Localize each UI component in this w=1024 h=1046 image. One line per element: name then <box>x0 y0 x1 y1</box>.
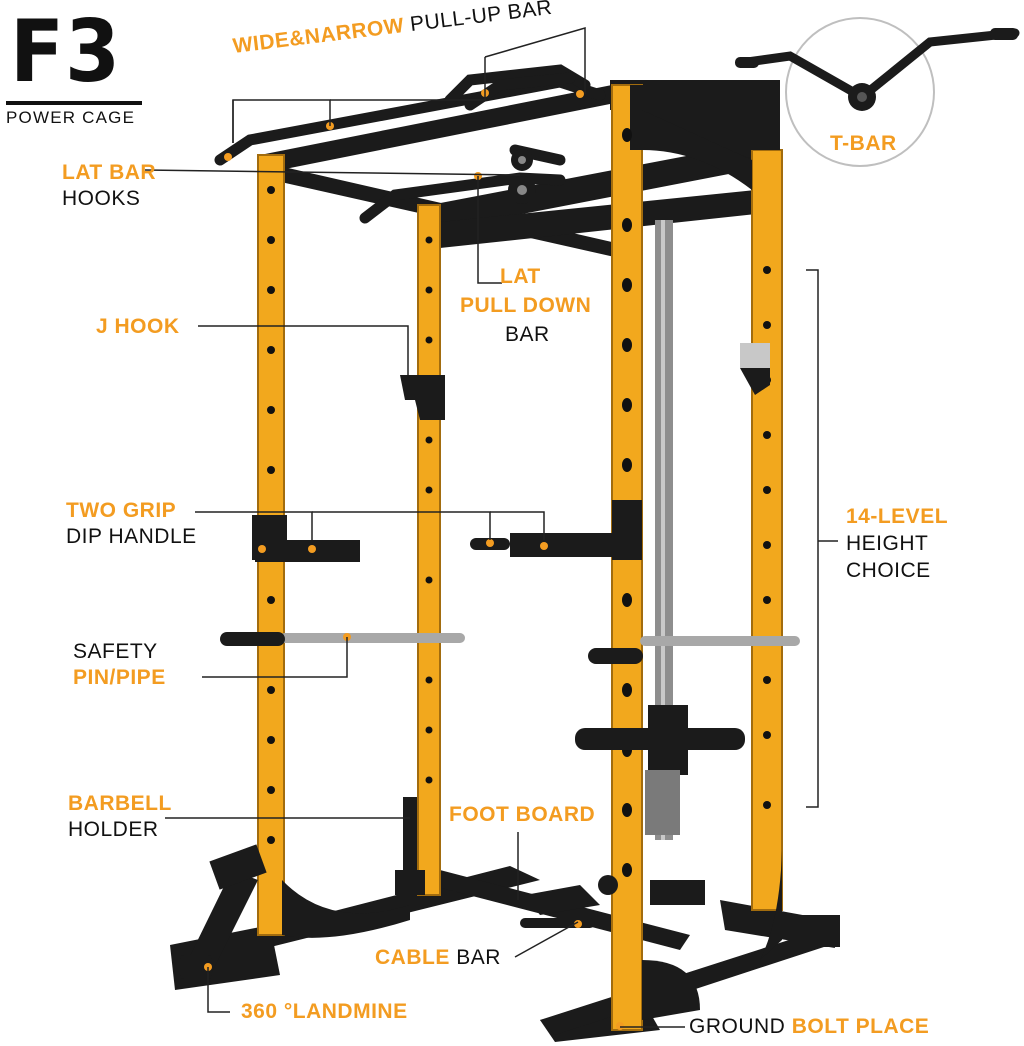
label-foot-board: FOOT BOARD <box>449 802 595 828</box>
label-cable-bar-text: BAR <box>456 946 501 969</box>
barbell-holder <box>395 797 425 895</box>
label-ground-bolt-highlight: BOLT PLACE <box>791 1015 930 1038</box>
label-lat-hooks-text: HOOKS <box>62 187 141 210</box>
label-landmine: 360 °LANDMINE <box>241 999 408 1025</box>
label-tbar-highlight: T-BAR <box>830 132 897 155</box>
safety-pipes <box>220 632 800 664</box>
label-lat-pulldown-line1: LAT <box>500 265 541 288</box>
label-ground-bolt-text: GROUND <box>689 1015 786 1038</box>
label-tbar: T-BAR <box>830 131 897 157</box>
label-lat-hooks: LAT BAR HOOKS <box>62 160 156 212</box>
label-height-highlight: 14-LEVEL <box>846 505 949 528</box>
upright-holes <box>267 128 771 877</box>
label-safety: SAFETY PIN/PIPE <box>73 639 166 691</box>
pulley-icon <box>508 149 536 204</box>
label-barbell-holder: BARBELL HOLDER <box>68 791 172 843</box>
label-cable-bar: CABLE BAR <box>375 945 501 971</box>
label-lat-hooks-highlight: LAT BAR <box>62 161 157 184</box>
label-landmine-highlight: 360 °LANDMINE <box>241 1000 408 1023</box>
label-ground-bolt: GROUND BOLT PLACE <box>689 1014 929 1040</box>
pullup-bar <box>214 64 606 224</box>
label-height-line3: CHOICE <box>846 559 931 582</box>
label-safety-highlight: PIN/PIPE <box>73 666 166 689</box>
label-height-line2: HEIGHT <box>846 532 929 555</box>
j-hooks <box>400 343 770 420</box>
brand-title: F3 <box>10 2 121 102</box>
label-barbell-holder-text: HOLDER <box>68 818 159 841</box>
label-lat-pulldown-line2: PULL DOWN <box>460 294 592 317</box>
landmine <box>180 844 267 979</box>
brand-subtitle: POWER CAGE <box>6 108 136 127</box>
label-dip-handle: TWO GRIP DIP HANDLE <box>66 498 197 550</box>
callout-lines <box>144 27 838 1028</box>
label-dip-handle-text: DIP HANDLE <box>66 525 197 548</box>
label-barbell-holder-highlight: BARBELL <box>68 792 172 815</box>
label-lat-pulldown: LAT PULL DOWN BAR <box>460 262 591 349</box>
label-j-hook-highlight: J HOOK <box>96 315 180 338</box>
weight-plate-icon <box>575 705 745 835</box>
label-lat-pulldown-line3: BAR <box>505 323 550 346</box>
label-j-hook: J HOOK <box>96 314 180 340</box>
label-dip-handle-highlight: TWO GRIP <box>66 499 177 522</box>
t-bar-handle-icon <box>735 17 1020 167</box>
top-frame <box>260 80 780 260</box>
label-cable-bar-highlight: CABLE <box>375 946 450 969</box>
dip-handles <box>252 500 642 562</box>
brand-divider <box>6 101 142 105</box>
label-safety-text: SAFETY <box>73 640 158 663</box>
label-foot-board-highlight: FOOT BOARD <box>449 803 596 826</box>
label-height-choice: 14-LEVEL HEIGHT CHOICE <box>846 503 948 584</box>
